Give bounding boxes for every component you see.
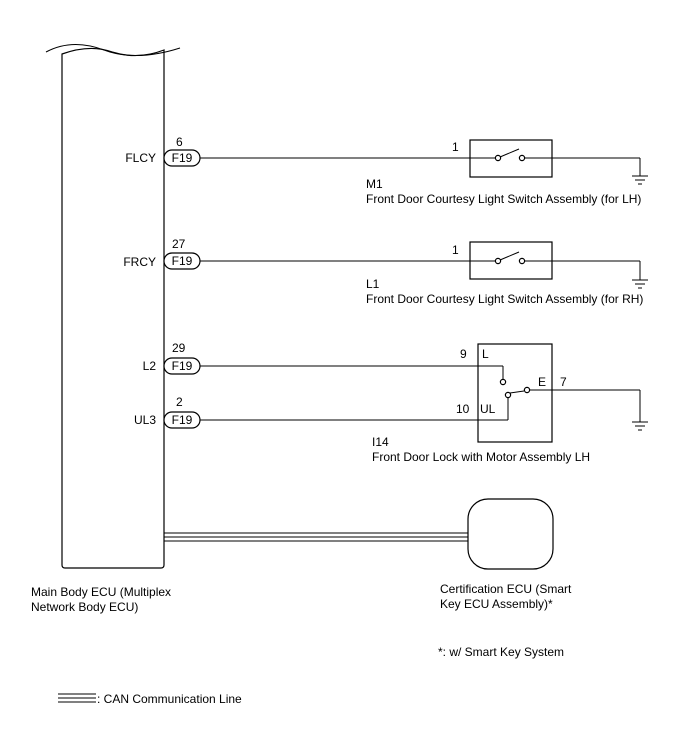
door-lock-label-l: L <box>482 347 489 361</box>
door-lock-pin-l: 9 <box>460 347 467 361</box>
pin-signal-ul3: UL3 <box>134 413 156 427</box>
can-communication-line <box>164 532 468 542</box>
switch-lh-pin: 1 <box>452 140 459 154</box>
cert-ecu-name-line1: Certification ECU (Smart <box>440 582 572 596</box>
main-ecu-name-line1: Main Body ECU (Multiplex <box>31 585 171 599</box>
connector-f19-ul3: F19 <box>163 411 201 429</box>
door-lock-motor-assembly <box>477 343 648 443</box>
door-lock-code: I14 <box>372 435 389 449</box>
door-lock-label-e: E <box>538 375 546 389</box>
main-body-ecu-block <box>45 44 181 569</box>
main-ecu-name-line2: Network Body ECU) <box>31 600 138 614</box>
legend-can-line-icon <box>58 693 96 703</box>
connector-label: F19 <box>172 359 193 373</box>
pin-number-flcy: 6 <box>176 135 183 149</box>
door-lock-label-ul: UL <box>480 402 496 416</box>
pin-signal-frcy: FRCY <box>123 255 156 269</box>
connector-label: F19 <box>172 151 193 165</box>
door-lock-pin-e: 7 <box>560 375 567 389</box>
cert-ecu-name-line2: Key ECU Assembly)* <box>440 597 553 611</box>
footnote: *: w/ Smart Key System <box>438 645 564 659</box>
connector-f19-l2: F19 <box>163 357 201 375</box>
pin-signal-l2: L2 <box>143 359 157 373</box>
door-lock-pin-ul: 10 <box>456 402 470 416</box>
door-lock-name: Front Door Lock with Motor Assembly LH <box>372 450 590 464</box>
connector-label: F19 <box>172 254 193 268</box>
switch-rh-pin: 1 <box>452 243 459 257</box>
switch-lh-name: Front Door Courtesy Light Switch Assembl… <box>366 192 641 206</box>
connector-f19-flcy: F19 <box>163 149 201 167</box>
pin-number-l2: 29 <box>172 341 186 355</box>
certification-ecu-block <box>467 498 554 570</box>
legend-label: : CAN Communication Line <box>97 692 242 706</box>
connector-f19-frcy: F19 <box>163 252 201 270</box>
connector-label: F19 <box>172 413 193 427</box>
switch-rh-code: L1 <box>366 277 380 291</box>
pin-number-frcy: 27 <box>172 237 186 251</box>
courtesy-switch-rh <box>469 241 648 289</box>
switch-lh-code: M1 <box>366 177 383 191</box>
pin-number-ul3: 2 <box>176 395 183 409</box>
pin-signal-flcy: FLCY <box>125 151 156 165</box>
courtesy-switch-lh <box>469 139 648 185</box>
switch-rh-name: Front Door Courtesy Light Switch Assembl… <box>366 292 643 306</box>
